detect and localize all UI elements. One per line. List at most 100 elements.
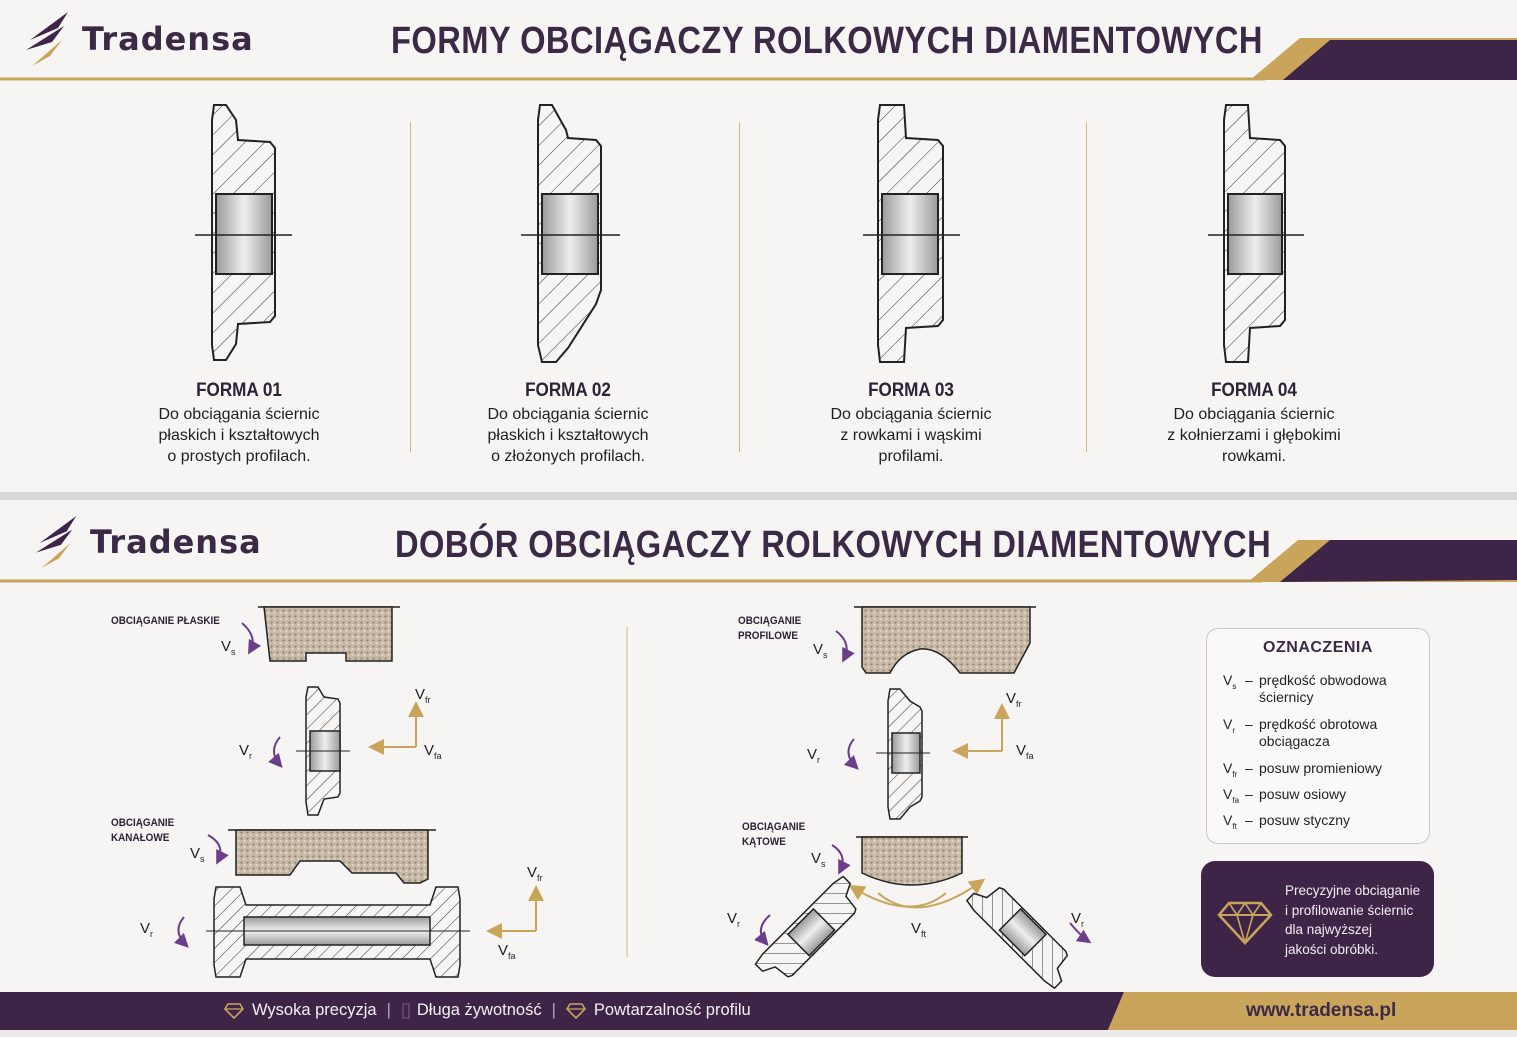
flat-wheel-block <box>258 606 400 662</box>
angle-dresser-roll-right <box>965 886 1069 990</box>
forma-01-desc-line: Do obciągania ściernic <box>158 406 320 423</box>
brand-logo: Tradensa <box>32 514 262 570</box>
vs-label: Vs <box>811 850 826 869</box>
diamond-icon <box>1217 901 1273 946</box>
selection-panel: Tradensa DOBÓR OBCIĄGACZY ROLKOWYCH DIAM… <box>0 500 1517 1037</box>
rotation-arrow-icon <box>241 622 262 655</box>
forma-03-desc-line: z rowkami i wąskimi <box>840 427 982 444</box>
diamond-icon <box>565 1002 586 1019</box>
forms-panel: Tradensa FORMY OBCIĄGACZY ROLKOWYCH DIAM… <box>0 0 1517 492</box>
forma-02-desc-line: płaskich i kształtowych <box>487 427 649 444</box>
tradensa-logo-icon <box>35 516 77 568</box>
dressing-diagrams <box>173 606 1092 990</box>
rotation-arrow-icon <box>835 630 855 663</box>
feature-precision: Wysoka precyzja <box>252 1001 377 1019</box>
angle-wheel-block <box>856 836 968 886</box>
forma-04-desc-line: z kołnierzami i głębokimi <box>1167 427 1341 444</box>
channel-wheel-block <box>228 829 436 884</box>
forma-04-desc-line: rowkami. <box>1221 448 1286 465</box>
flat-dressing-label: OBCIĄGANIE PŁASKIE <box>111 615 220 627</box>
promo-box: Precyzyjne obciąganie i profilowanie ści… <box>1201 861 1434 977</box>
header-band <box>0 540 1517 583</box>
flat-dresser-roll <box>296 686 350 816</box>
forma-01-desc-line: o prostych profilach. <box>167 448 311 465</box>
bar-icon <box>402 1002 410 1019</box>
brand-name: Tradensa <box>90 523 262 561</box>
legend-title: OZNACZENIA <box>1263 639 1373 656</box>
diamond-icon <box>224 1002 244 1019</box>
footer: Wysoka precyzja | Długa żywotność | Powt… <box>0 992 1517 1037</box>
forma-02-drawing <box>521 104 620 363</box>
vfr-label: Vfr <box>1006 690 1022 709</box>
legend-item: Vfr – posuw promieniowy <box>1223 760 1382 779</box>
rotation-arrow-icon <box>268 736 283 769</box>
forma-02-name: FORMA 02 <box>525 380 611 401</box>
forma-03-caption: FORMA 03 Do obciągania ściernic z rowkam… <box>761 380 1061 467</box>
profile-dresser-roll <box>876 688 930 820</box>
forma-04-name: FORMA 04 <box>1211 380 1297 401</box>
forma-02-desc-line: Do obciągania ściernic <box>487 406 649 423</box>
tangential-feed-arrow-icon <box>848 884 947 908</box>
angle-dressing-label: OBCIĄGANIE KĄTOWE <box>742 821 806 848</box>
forma-03-desc-line: profilami. <box>878 448 944 465</box>
vfa-label: Vfa <box>424 742 442 761</box>
brand-name: Tradensa <box>82 20 254 58</box>
bottom-header: Tradensa DOBÓR OBCIĄGACZY ROLKOWYCH DIAM… <box>0 500 1517 583</box>
tradensa-logo-icon <box>26 12 68 66</box>
forma-02-desc-line: o złożonych profilach. <box>491 448 645 465</box>
channel-dresser-roll <box>206 886 470 978</box>
forma-02-caption: FORMA 02 Do obciągania ściernic płaskich… <box>418 380 718 467</box>
page-title: FORMY OBCIĄGACZY ROLKOWYCH DIAMENTOWYCH <box>391 20 1263 62</box>
forma-04-drawing <box>1208 104 1304 363</box>
feature-repeatability: Powtarzalność profilu <box>593 1001 751 1019</box>
legend-item: Vft – posuw styczny <box>1223 812 1351 831</box>
column-divider <box>739 122 740 452</box>
vs-label: Vs <box>221 638 236 657</box>
website-link[interactable]: www.tradensa.pl <box>1246 1000 1397 1021</box>
vr-label: Vr <box>1071 910 1085 929</box>
vft-label: Vft <box>911 920 927 939</box>
rotation-arrow-icon <box>843 738 859 770</box>
rotation-arrow-icon <box>754 914 771 947</box>
forma-04-caption: FORMA 04 Do obciągania ściernic z kołnie… <box>1104 380 1404 467</box>
vs-label: Vs <box>190 845 205 864</box>
top-header: Tradensa FORMY OBCIĄGACZY ROLKOWYCH DIAM… <box>0 0 1517 82</box>
footer-band <box>0 992 1517 1037</box>
vs-label: Vs <box>813 641 828 660</box>
profile-dressing-label: OBCIĄGANIE PROFILOWE <box>738 615 802 642</box>
rotation-arrow-icon <box>173 916 189 948</box>
rotation-arrow-icon <box>1069 922 1092 944</box>
forma-03-name: FORMA 03 <box>868 380 954 401</box>
channel-dressing-label: OBCIĄGANIE KANAŁOWE <box>111 817 175 844</box>
vfa-label: Vfa <box>498 942 516 961</box>
column-divider <box>1086 122 1087 452</box>
vfa-label: Vfa <box>1016 742 1034 761</box>
forms-drawings <box>195 104 1304 363</box>
rotation-arrow-icon <box>831 844 851 875</box>
forma-01-caption: FORMA 01 Do obciągania ściernic płaskich… <box>89 380 389 467</box>
section-title: DOBÓR OBCIĄGACZY ROLKOWYCH DIAMENTOWYCH <box>395 524 1272 566</box>
tangential-feed-arrow-icon <box>877 878 986 909</box>
forma-01-drawing <box>195 104 292 361</box>
promo-text: Precyzyjne obciąganie i profilowanie ści… <box>1285 883 1421 957</box>
vr-label: Vr <box>727 910 741 929</box>
column-divider <box>410 122 411 452</box>
forma-01-desc-line: płaskich i kształtowych <box>158 427 320 444</box>
vfr-label: Vfr <box>527 864 543 883</box>
rotation-arrow-icon <box>207 834 229 865</box>
vfr-label: Vfr <box>415 686 431 705</box>
forma-01-name: FORMA 01 <box>196 380 282 401</box>
footer-features: Wysoka precyzja | Długa żywotność | Powt… <box>224 1001 751 1020</box>
profile-wheel-block <box>854 606 1036 674</box>
vr-label: Vr <box>239 742 253 761</box>
vr-label: Vr <box>807 746 821 765</box>
forma-03-drawing <box>863 104 960 363</box>
legend-item: Vfa – posuw osiowy <box>1223 786 1347 805</box>
brand-logo: Tradensa <box>22 10 254 68</box>
vr-label: Vr <box>140 920 154 939</box>
panel-separator <box>0 492 1517 500</box>
forma-04-desc-line: Do obciągania ściernic <box>1173 406 1335 423</box>
